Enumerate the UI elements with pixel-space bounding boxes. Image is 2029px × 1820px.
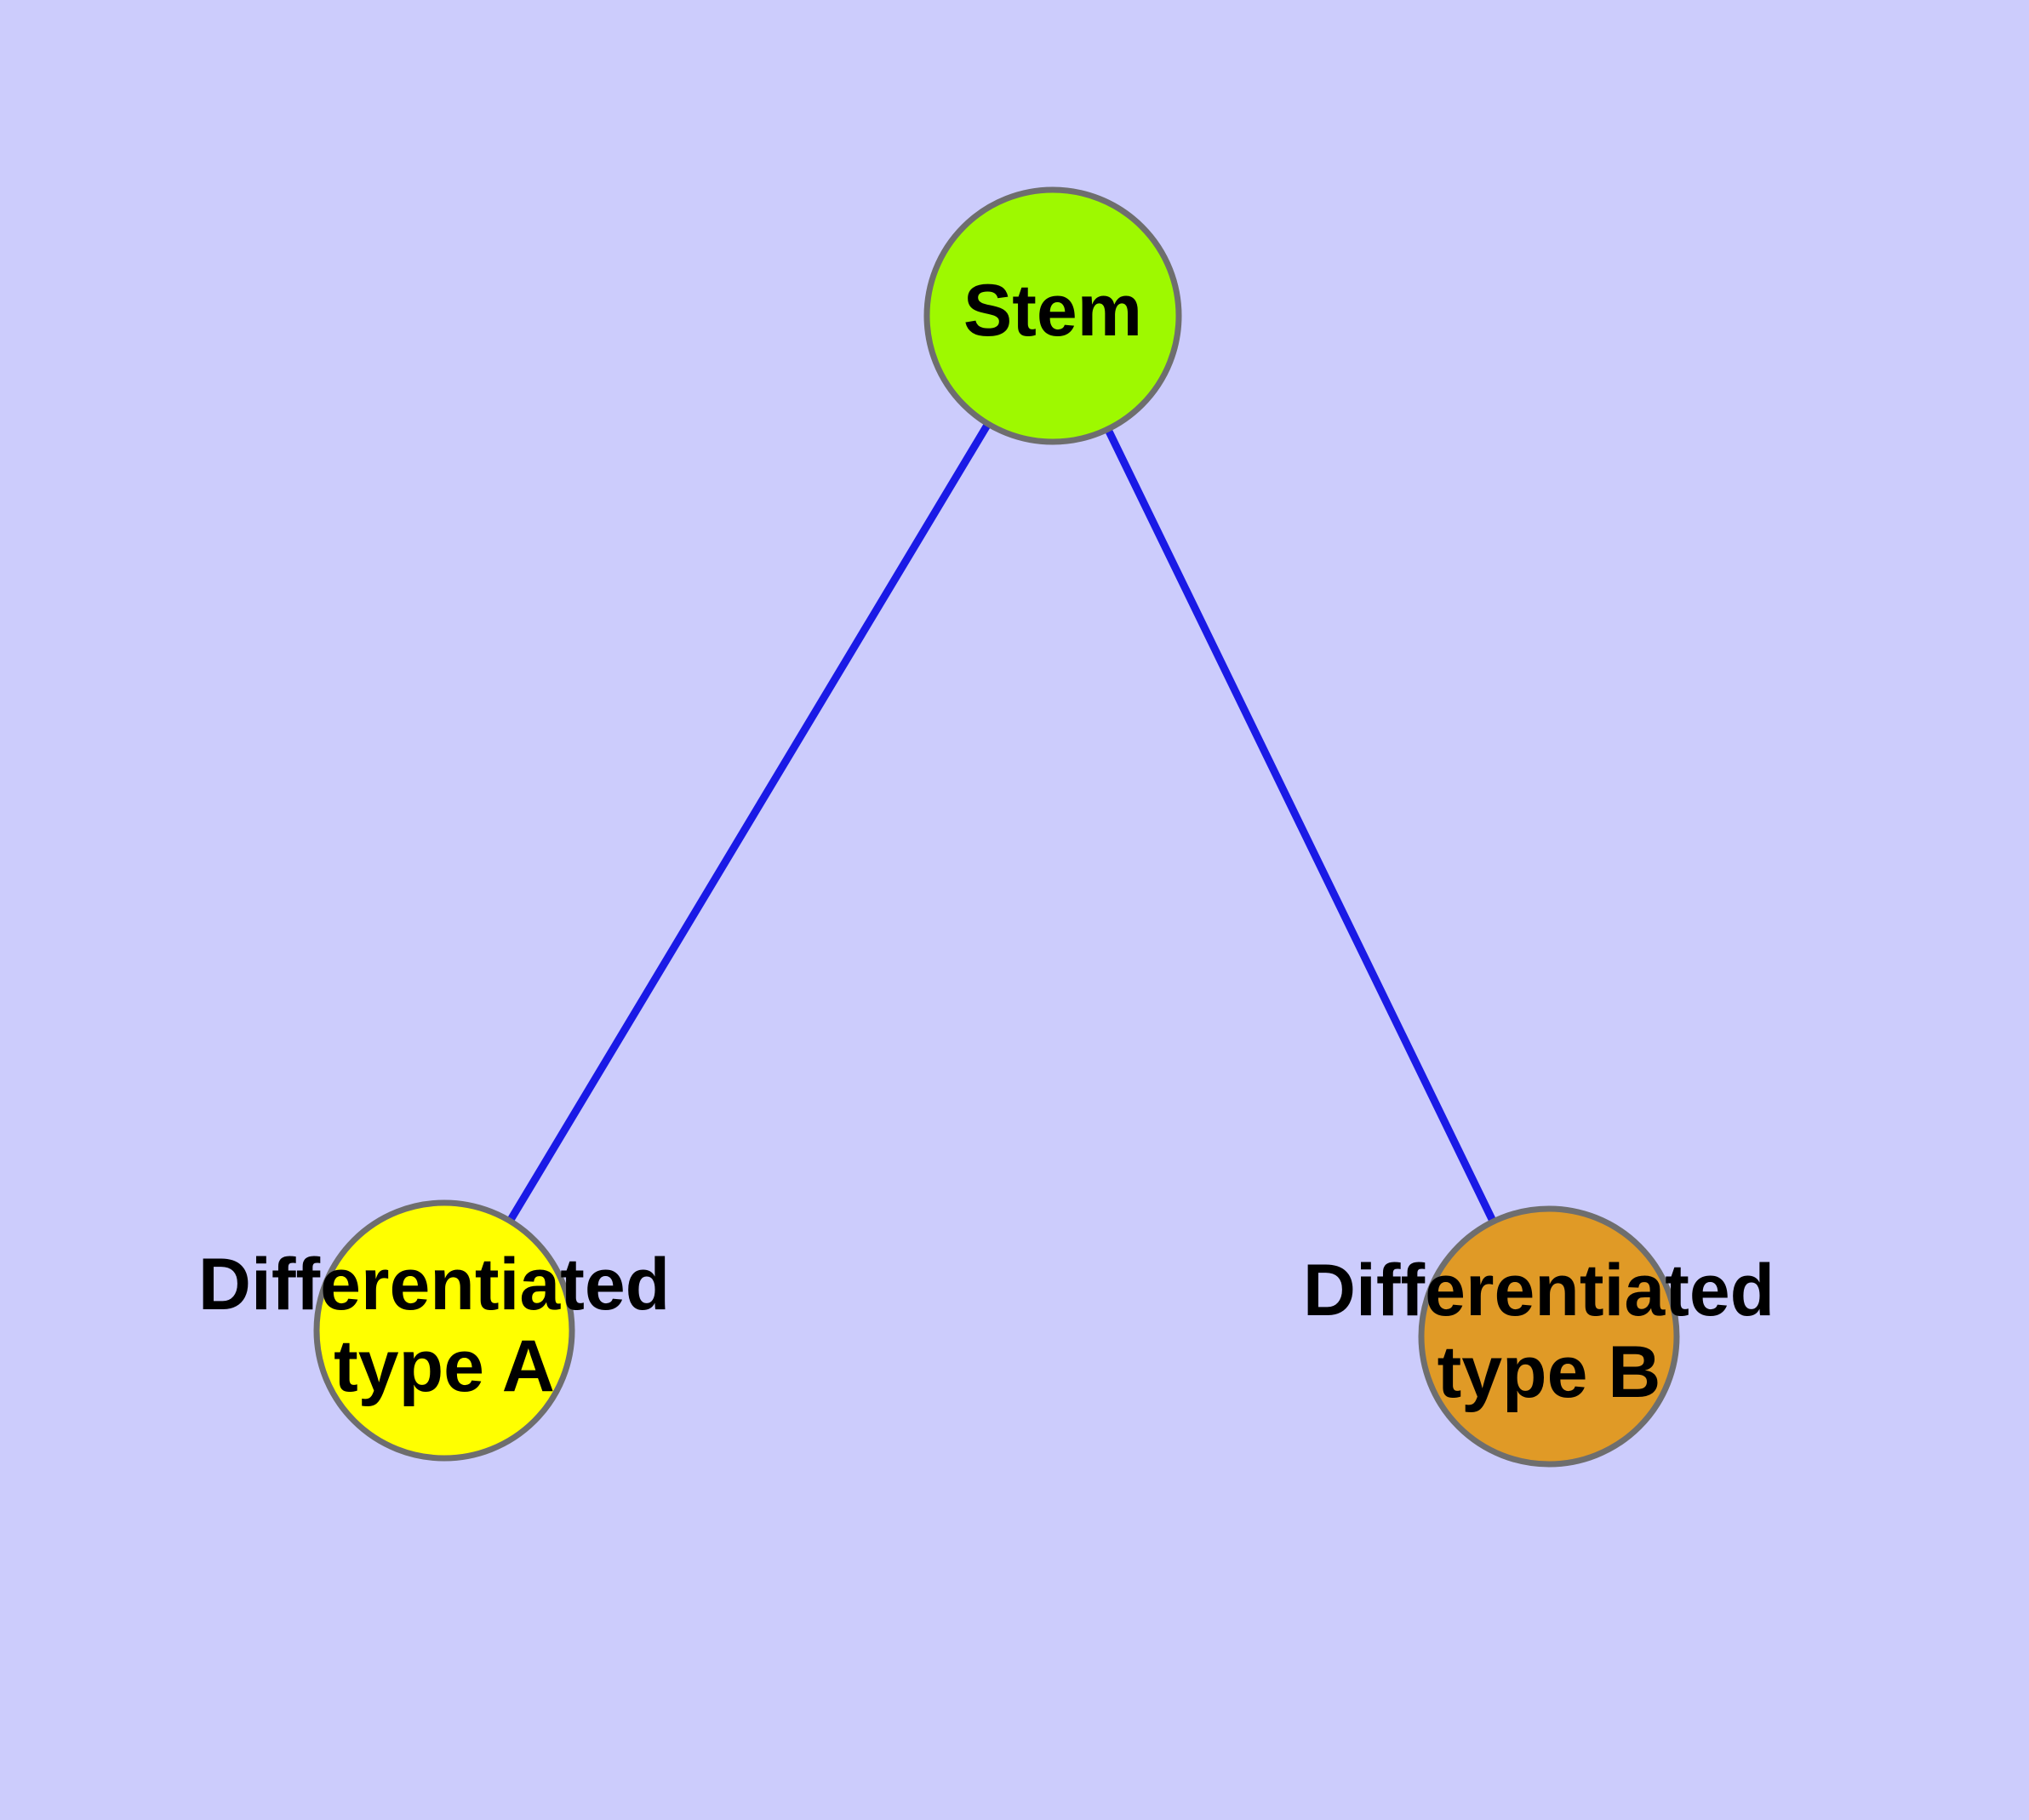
- node-stem-circle[interactable]: [923, 186, 1182, 445]
- edge-stem-to-differentiated-type-b[interactable]: [1104, 425, 1497, 1226]
- node-differentiated-type-b-label-line-1: Differentiated: [1303, 1250, 1775, 1331]
- edge-layer: [506, 420, 1497, 1226]
- edge-stem-to-differentiated-type-a[interactable]: [506, 420, 992, 1225]
- node-differentiated-type-b-label: Differentiated type B: [1303, 1250, 1795, 1413]
- node-stem[interactable]: Stem: [923, 186, 1182, 445]
- node-stem-label: Stem: [963, 270, 1142, 352]
- node-differentiated-type-a-label-line-2: type A: [334, 1325, 555, 1407]
- node-differentiated-type-a-label-line-1: Differentiated: [198, 1244, 670, 1325]
- node-differentiated-type-b-circle[interactable]: [1418, 1205, 1680, 1468]
- node-differentiated-type-a[interactable]: Differentiated type A: [198, 1199, 690, 1462]
- node-stem-label-line-1: Stem: [963, 270, 1142, 352]
- node-differentiated-type-a-circle[interactable]: [313, 1199, 575, 1462]
- node-differentiated-type-b-label-line-2: type B: [1437, 1331, 1661, 1413]
- node-differentiated-type-a-label: Differentiated type A: [198, 1244, 690, 1407]
- node-differentiated-type-b[interactable]: Differentiated type B: [1303, 1205, 1795, 1468]
- node-layer: Stem Differentiated type A Differentiate…: [198, 186, 1795, 1468]
